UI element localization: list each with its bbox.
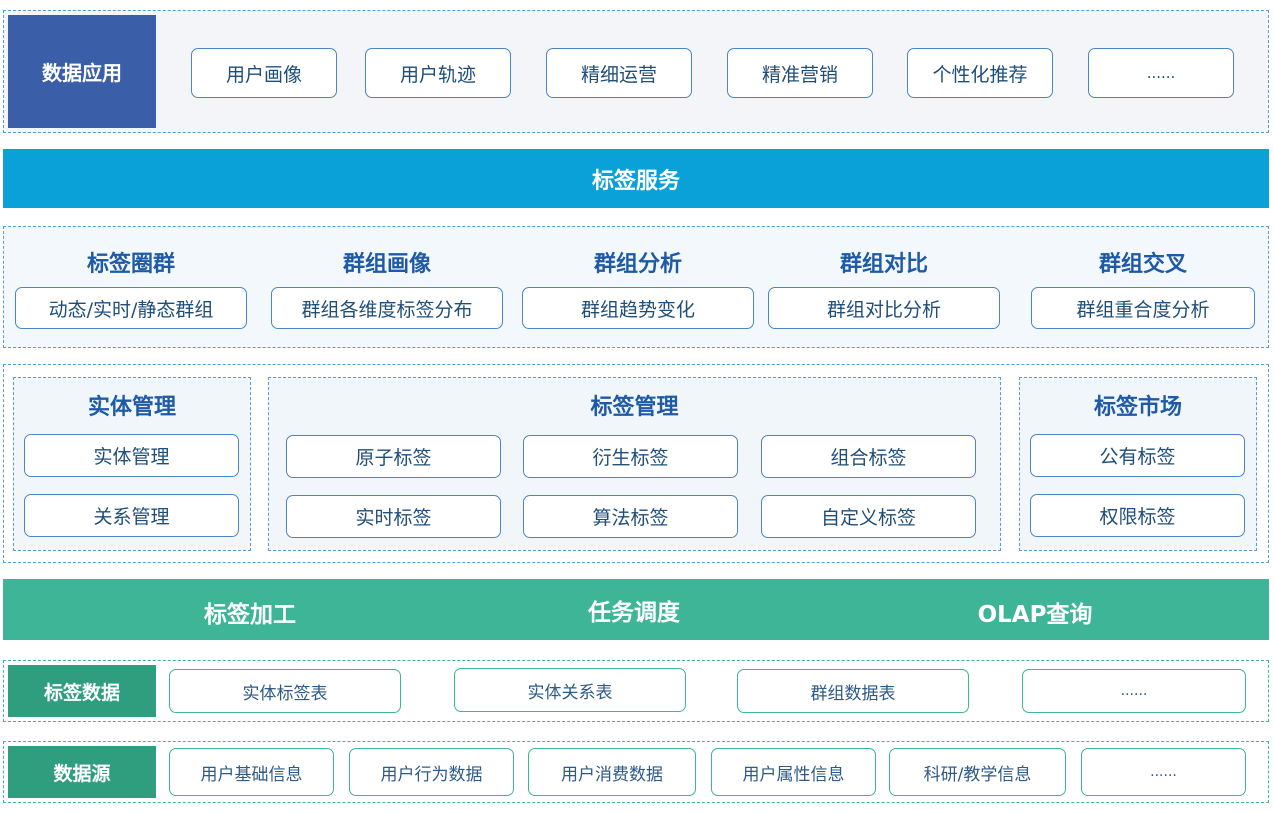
group-title: 群组对比: [839, 252, 928, 277]
entity-management-title: 实体管理: [87, 395, 176, 420]
data-source-label: 数据源: [8, 746, 156, 798]
group-item: 群组各维度标签分布: [271, 287, 503, 329]
group-item: 动态/实时/静态群组: [15, 287, 247, 329]
data-source-layer: [3, 741, 1269, 803]
group-title: 群组分析: [593, 252, 682, 277]
app-item: 精细运营: [546, 48, 692, 98]
app-item: ......: [1088, 48, 1234, 98]
group-item: 群组趋势变化: [522, 287, 754, 329]
tag-data-item: 实体关系表: [454, 668, 686, 712]
tag-data-item: 群组数据表: [737, 669, 969, 713]
app-layer-label: 数据应用: [8, 15, 156, 128]
management-layer: [3, 364, 1269, 563]
data-source-item: 用户行为数据: [349, 748, 514, 796]
group-item: 群组重合度分析: [1031, 287, 1255, 329]
data-source-item: 科研/教学信息: [889, 748, 1066, 796]
market-item: 权限标签: [1030, 494, 1245, 537]
tag-data-label: 标签数据: [8, 665, 156, 717]
app-item: 精准营销: [727, 48, 873, 98]
group-title: 群组画像: [342, 252, 431, 277]
task-scheduling-label: 任务调度: [588, 599, 680, 626]
tag-data-item: ......: [1022, 669, 1246, 713]
app-item: 用户画像: [191, 48, 337, 98]
data-source-item: 用户基础信息: [169, 748, 334, 796]
tag-item: 衍生标签: [523, 435, 738, 478]
market-item: 公有标签: [1030, 434, 1245, 477]
data-source-item: 用户属性信息: [711, 748, 876, 796]
entity-item: 实体管理: [24, 434, 239, 477]
group-title: 群组交叉: [1098, 252, 1187, 277]
tag-service-bar: 标签服务: [3, 149, 1269, 208]
tag-processing-label: 标签加工: [204, 602, 296, 628]
tag-market-title: 标签市场: [1093, 395, 1182, 420]
app-item: 用户轨迹: [365, 48, 511, 98]
tag-item: 算法标签: [523, 495, 738, 538]
processing-bar: [3, 579, 1269, 640]
tag-item: 原子标签: [286, 435, 501, 478]
tag-data-layer: [3, 660, 1269, 722]
tag-item: 组合标签: [761, 435, 976, 478]
data-source-item: ......: [1081, 748, 1246, 796]
app-item: 个性化推荐: [907, 48, 1053, 98]
tag-data-item: 实体标签表: [169, 669, 401, 713]
entity-item: 关系管理: [24, 494, 239, 537]
data-source-item: 用户消费数据: [528, 748, 696, 796]
olap-query-label: OLAP查询: [977, 602, 1093, 628]
group-title: 标签圈群: [86, 252, 175, 277]
tag-management-title: 标签管理: [590, 395, 679, 420]
tag-item: 自定义标签: [761, 495, 976, 538]
tag-item: 实时标签: [286, 495, 501, 538]
group-item: 群组对比分析: [768, 287, 1000, 329]
